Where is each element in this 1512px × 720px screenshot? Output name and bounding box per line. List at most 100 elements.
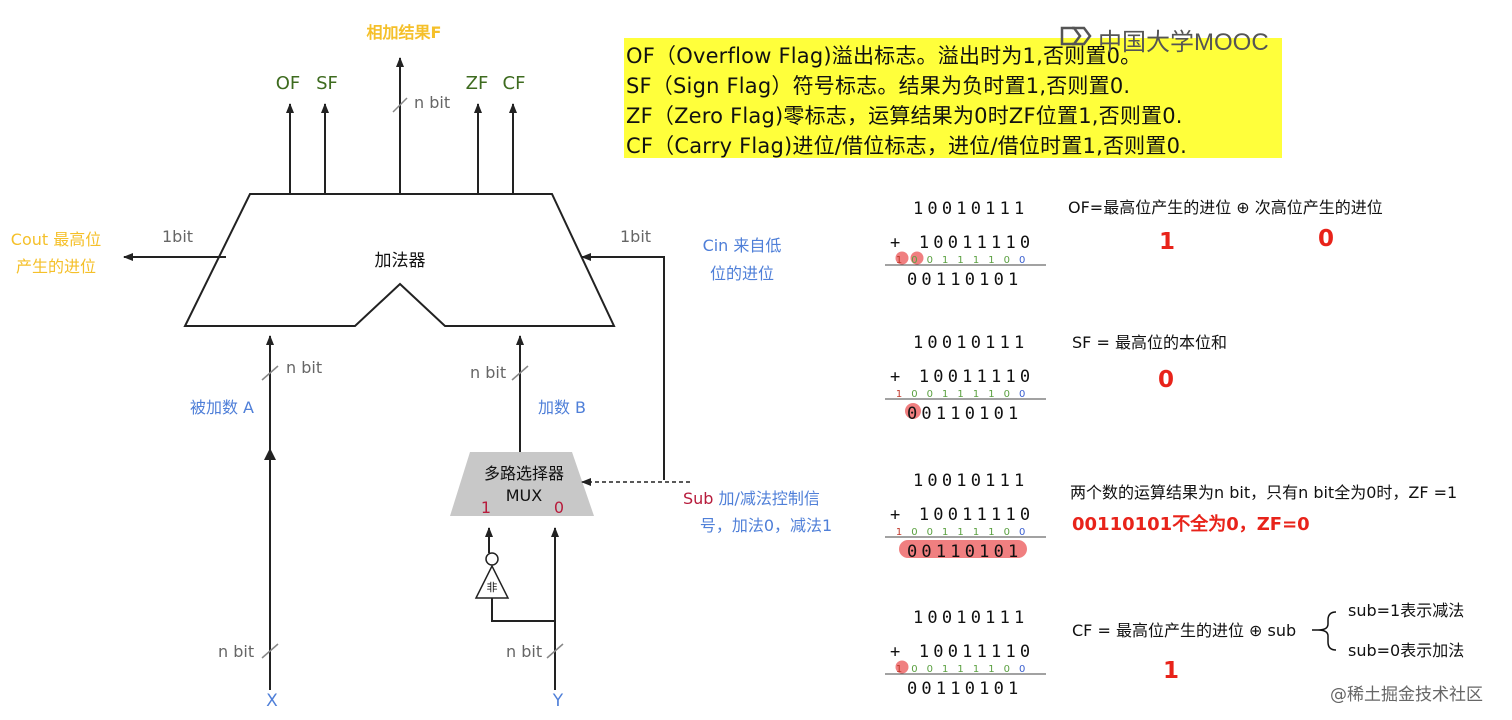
brace-sub0: sub=0表示加法 — [1348, 641, 1464, 660]
operand-a: 10010111 — [913, 471, 1028, 491]
carry-highlight-msb — [895, 251, 909, 265]
carry-digit: 0 — [927, 664, 933, 675]
cin-label-2: 位的进位 — [710, 264, 774, 283]
note-zf: ZF（Zero Flag)零标志，运算结果为0时ZF位置1,否则置0. — [626, 104, 1183, 128]
value-cf: 1 — [1163, 658, 1179, 684]
carry-digit: 1 — [896, 255, 902, 266]
nbit-slash-y — [546, 643, 564, 659]
notes-highlight — [624, 38, 1282, 158]
mooc-logo-icon — [1060, 26, 1092, 46]
flag-zf: ZF — [466, 73, 489, 94]
desc-sf: SF = 最高位的本位和 — [1072, 333, 1227, 352]
carry-digit: 0 — [1019, 664, 1025, 675]
carry-digit: 1 — [942, 664, 948, 675]
carry-digit: 1 — [896, 389, 902, 400]
input-b-label: 加数 B — [538, 398, 586, 417]
sign-bit-highlight — [905, 403, 921, 419]
cout-label-1: Cout 最高位 — [11, 230, 101, 249]
carry-digit: 1 — [973, 664, 979, 675]
carry-digit: 0 — [927, 389, 933, 400]
carry-digit: 1 — [942, 389, 948, 400]
carry-digit: 1 — [973, 255, 979, 266]
input-x-label: X — [266, 691, 278, 711]
carry-digit: 1 — [988, 389, 994, 400]
nbit-label-x: n bit — [218, 642, 254, 661]
desc-of: OF=最高位产生的进位 ⊕ 次高位产生的进位 — [1068, 198, 1383, 217]
input-y-label: Y — [552, 691, 564, 711]
carry-digit: 0 — [1004, 255, 1010, 266]
carry-digit: 1 — [942, 255, 948, 266]
carry-digit: 1 — [988, 664, 994, 675]
sum-result: 00110101 — [907, 542, 1022, 562]
carry-digit: 1 — [973, 389, 979, 400]
brace-sub1: sub=1表示减法 — [1348, 601, 1464, 620]
carry-highlight-msb — [895, 660, 909, 674]
desc-zf: 两个数的运算结果为n bit，只有n bit全为0时，ZF =1 — [1070, 483, 1457, 502]
carry-highlight-second — [910, 251, 924, 265]
desc-cf: CF = 最高位产生的进位 ⊕ sub — [1072, 621, 1296, 640]
cin-arrow — [581, 253, 665, 480]
result-label: 相加结果F — [367, 23, 442, 42]
cf-brace — [1317, 611, 1337, 651]
not-feed-line — [491, 598, 555, 622]
carry-digit: 0 — [1019, 527, 1025, 538]
sub-rest: 加/减法控制信 — [713, 489, 819, 508]
mooc-logo-text: 中国大学MOOC — [1098, 29, 1269, 56]
carry-digit: 0 — [911, 527, 917, 538]
carry-digit: 0 — [1019, 255, 1025, 266]
flag-of: OF — [276, 73, 301, 94]
operand-a: 10010111 — [913, 608, 1028, 628]
operand-b: + 10011110 — [890, 233, 1034, 253]
carry-digit: 0 — [911, 255, 917, 266]
not-bubble — [485, 552, 499, 566]
nbit-label-b: n bit — [470, 363, 506, 382]
carry-digit: 0 — [1004, 527, 1010, 538]
operand-b: + 10011110 — [890, 367, 1034, 387]
flag-sf: SF — [316, 73, 338, 94]
sub-word: Sub — [683, 489, 713, 508]
nbit-slash-a — [261, 365, 279, 381]
nbit-slash-b — [511, 365, 529, 381]
carry-digit: 0 — [911, 664, 917, 675]
carry-digit: 1 — [957, 527, 963, 538]
not-gate — [474, 564, 510, 599]
sum-highlight — [899, 540, 1027, 558]
carry-digit: 1 — [896, 527, 902, 538]
carry-digit: 1 — [988, 255, 994, 266]
nbit-slash-top — [392, 97, 408, 113]
flag-cf: CF — [503, 73, 526, 94]
carry-digit: 1 — [896, 664, 902, 675]
mux-label-1: 多路选择器 — [484, 464, 564, 483]
not-label: 非 — [487, 581, 498, 594]
mux-block — [450, 452, 594, 516]
cout-label-2: 产生的进位 — [16, 257, 96, 276]
value-zf: 00110101不全为0，ZF=0 — [1072, 513, 1310, 535]
mux-in-1: 1 — [481, 498, 491, 517]
operand-a: 10010111 — [913, 199, 1028, 219]
cin-label-1: Cin 来自低 — [703, 236, 782, 255]
nbit-slash-x — [261, 643, 279, 659]
carry-digit: 0 — [911, 389, 917, 400]
cin-bit-label: 1bit — [620, 227, 651, 246]
nbit-label-a: n bit — [286, 358, 322, 377]
operand-a: 10010111 — [913, 333, 1028, 353]
sub-label-2: 号，加法0，减法1 — [700, 516, 832, 535]
carry-digit: 1 — [942, 527, 948, 538]
adder-label: 加法器 — [375, 251, 426, 271]
input-a-label: 被加数 A — [190, 398, 254, 417]
carry-digit: 0 — [1004, 664, 1010, 675]
value-of-2: 0 — [1318, 226, 1334, 252]
cout-bit-label: 1bit — [162, 227, 193, 246]
value-sf: 0 — [1158, 367, 1174, 393]
note-of: OF（Overflow Flag)溢出标志。溢出时为1,否则置0。 — [626, 44, 1142, 68]
note-sf: SF（Sign Flag）符号标志。结果为负时置1,否则置0. — [626, 74, 1131, 98]
operand-b: + 10011110 — [890, 505, 1034, 525]
carry-digit: 0 — [927, 255, 933, 266]
carry-digit: 1 — [957, 664, 963, 675]
carry-digit: 0 — [927, 527, 933, 538]
nbit-label-top: n bit — [414, 93, 450, 112]
sum-result: 00110101 — [907, 679, 1022, 699]
watermark: @稀土掘金技术社区 — [1330, 685, 1483, 705]
